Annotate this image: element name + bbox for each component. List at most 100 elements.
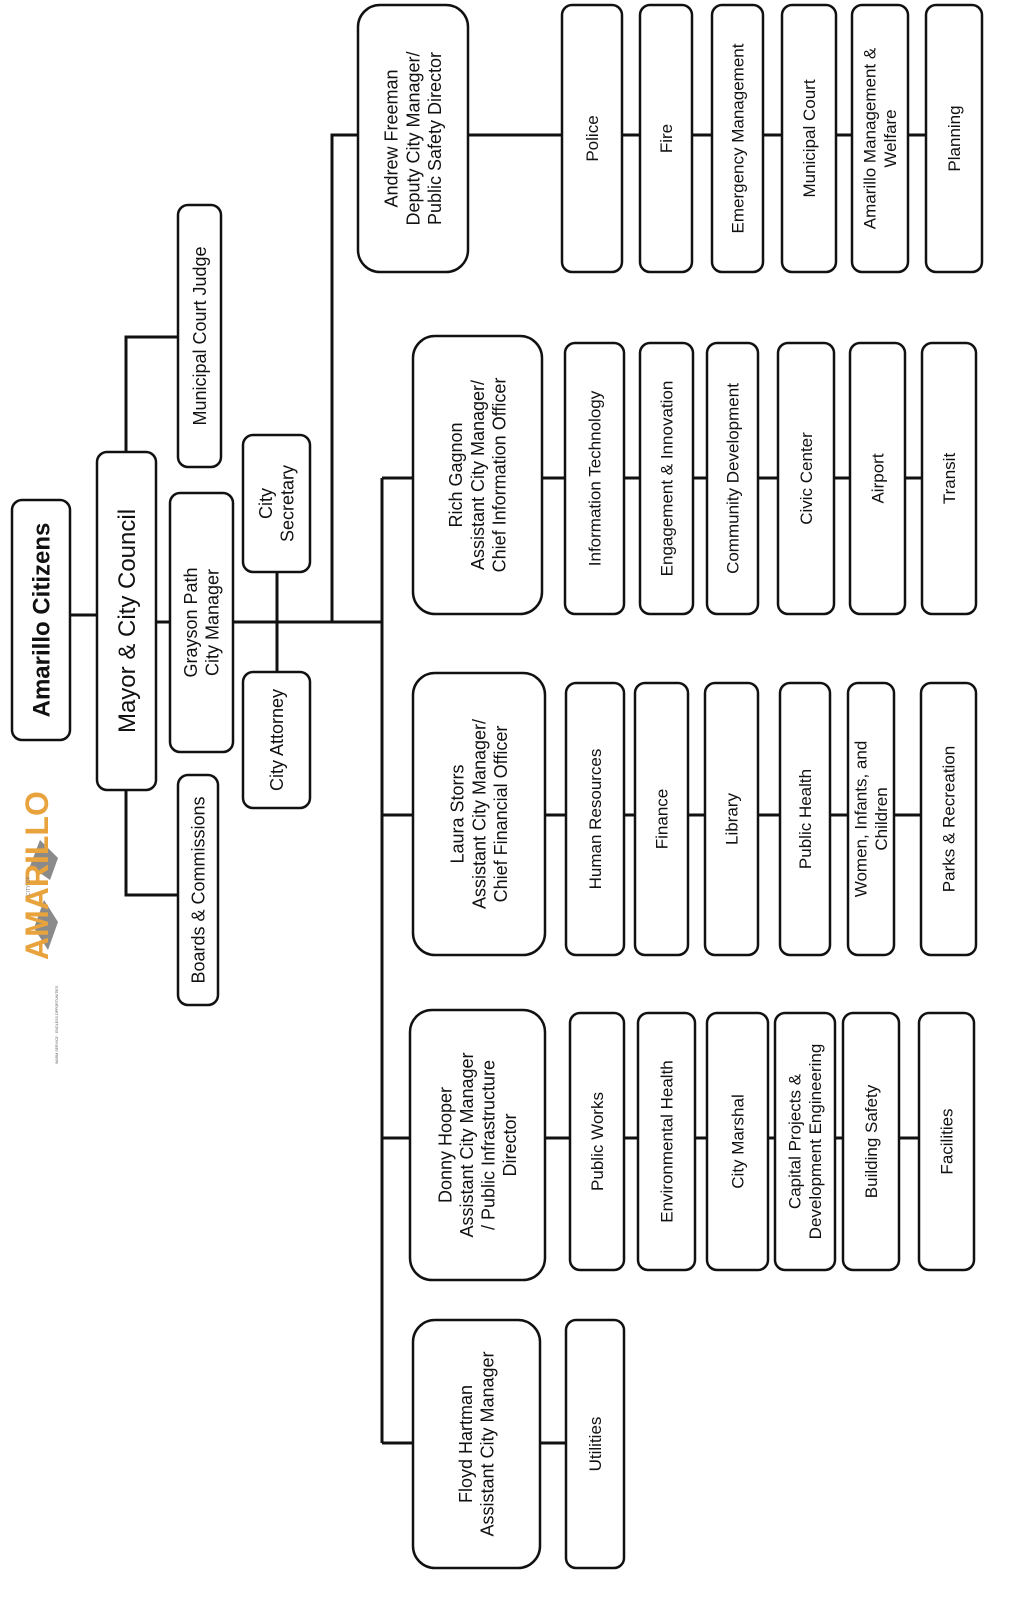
judge-box-frame bbox=[176, 203, 223, 469]
dept-public-health-box-frame bbox=[778, 681, 832, 957]
dept-facilities-box-line-1: Facilities bbox=[937, 1108, 956, 1174]
dept-police-box-frame bbox=[560, 3, 624, 274]
dept-women-infants-and-children-box-frame bbox=[846, 681, 896, 957]
dept-library-box-label: Library bbox=[722, 793, 741, 845]
manager-hooper-box-line-3: / Public Infrastructure bbox=[479, 1060, 499, 1230]
dept-finance-box-line-1: Finance bbox=[652, 789, 671, 849]
logo-small-text: CITY OF bbox=[26, 876, 32, 896]
manager-hartman-box: Floyd HartmanAssistant City Manager bbox=[411, 1318, 542, 1570]
manager-gagnon-box-line-1: Rich Gagnon bbox=[446, 422, 466, 527]
citizens-box-label: Amarillo Citizens bbox=[28, 523, 55, 718]
dept-airport-box: Airport bbox=[848, 341, 907, 616]
dept-human-resources-box-label: Human Resources bbox=[586, 749, 605, 890]
dept-utilities-box-label: Utilities bbox=[586, 1417, 605, 1472]
logo-tagline: WARM SERVICE · ENDLESS OPPORTUNITIES bbox=[55, 985, 59, 1064]
dept-emergency-management-box-frame bbox=[710, 3, 765, 274]
dept-environmental-health-box-frame bbox=[636, 1011, 697, 1272]
dept-women-infants-and-children-box-line-1: Women, Infants, and bbox=[852, 741, 871, 898]
dept-police-box-line-1: Police bbox=[583, 115, 602, 161]
dept-parks-recreation-box-frame bbox=[919, 681, 978, 957]
dept-women-infants-and-children-box-label: Women, Infants, andChildren bbox=[852, 741, 891, 898]
dept-municipal-court-box-frame bbox=[780, 3, 838, 274]
dept-human-resources-box-line-1: Human Resources bbox=[586, 749, 605, 890]
dept-community-development-box-line-1: Community Development bbox=[723, 383, 742, 574]
dept-finance-box-label: Finance bbox=[652, 789, 671, 849]
dept-civic-center-box-frame bbox=[776, 341, 836, 616]
city-manager-box-frame bbox=[168, 491, 235, 754]
dept-public-works-box-frame bbox=[568, 1011, 626, 1272]
manager-hartman-box-line-2: Assistant City Manager bbox=[478, 1351, 498, 1536]
manager-freeman-box-frame bbox=[356, 3, 470, 274]
city-secretary-box-label: CitySecretary bbox=[256, 465, 298, 542]
connector-lines bbox=[57, 133, 926, 1445]
dept-public-health-box: Public Health bbox=[778, 681, 832, 957]
dept-information-technology-box-line-1: Information Technology bbox=[585, 390, 604, 566]
dept-fire-box-frame bbox=[638, 3, 694, 274]
dept-fire-box-label: Fire bbox=[657, 124, 676, 153]
dept-capital-projects-development-engineering-box-line-2: Development Engineering bbox=[806, 1044, 825, 1240]
dept-municipal-court-box-line-1: Municipal Court bbox=[800, 79, 819, 197]
citizens-box: Amarillo Citizens bbox=[10, 498, 72, 742]
council-box-frame bbox=[95, 450, 158, 792]
manager-freeman-box-line-1: Andrew Freeman bbox=[382, 69, 402, 207]
dept-airport-box-label: Airport bbox=[868, 453, 887, 503]
dept-engagement-innovation-box-line-1: Engagement & Innovation bbox=[657, 381, 676, 577]
dept-airport-box-frame bbox=[848, 341, 907, 616]
dept-environmental-health-box: Environmental Health bbox=[636, 1011, 697, 1272]
boards-box-label: Boards & Commissions bbox=[188, 796, 208, 983]
manager-hartman-box-label: Floyd HartmanAssistant City Manager bbox=[456, 1351, 498, 1536]
manager-storrs-box-line-3: Chief Financial Officer bbox=[491, 726, 511, 903]
dept-capital-projects-development-engineering-box-frame bbox=[773, 1011, 837, 1272]
manager-freeman-box-label: Andrew FreemanDeputy City Manager/Public… bbox=[382, 51, 445, 225]
city-attorney-box-label: City Attorney bbox=[267, 689, 287, 791]
manager-storrs-box-label: Laura StorrsAssistant City Manager/Chief… bbox=[448, 719, 511, 909]
judge-box: Municipal Court Judge bbox=[176, 203, 223, 469]
dept-utilities-box-frame bbox=[564, 1318, 626, 1570]
dept-building-safety-box-label: Building Safety bbox=[862, 1084, 881, 1198]
dept-amarillo-management-welfare-box-line-1: Amarillo Management & bbox=[861, 47, 880, 229]
dept-facilities-box-label: Facilities bbox=[937, 1108, 956, 1174]
dept-community-development-box-frame bbox=[705, 341, 760, 616]
dept-utilities-box-line-1: Utilities bbox=[586, 1417, 605, 1472]
council-box: Mayor & City Council bbox=[95, 450, 158, 792]
dept-amarillo-management-welfare-box-frame bbox=[850, 3, 910, 274]
dept-planning-box-line-1: Planning bbox=[945, 105, 964, 171]
dept-facilities-box-frame bbox=[917, 1011, 976, 1272]
chart-boxes: Amarillo Citizens Mayor & City CouncilBoa… bbox=[10, 3, 984, 1570]
city-attorney-box-line-1: City Attorney bbox=[267, 689, 287, 791]
manager-gagnon-box-line-3: Chief Information Officer bbox=[489, 378, 509, 573]
dept-civic-center-box-line-1: Civic Center bbox=[797, 432, 816, 525]
manager-gagnon-box-label: Rich GagnonAssistant City Manager/Chief … bbox=[446, 378, 509, 573]
manager-storrs-box-frame bbox=[411, 671, 547, 957]
dept-information-technology-box-label: Information Technology bbox=[585, 390, 604, 566]
dept-civic-center-box-label: Civic Center bbox=[797, 432, 816, 525]
star-logo-accent bbox=[30, 840, 58, 880]
dept-transit-box-line-1: Transit bbox=[940, 453, 959, 505]
dept-parks-recreation-box-label: Parks & Recreation bbox=[939, 746, 958, 892]
manager-gagnon-box: Rich GagnonAssistant City Manager/Chief … bbox=[411, 334, 544, 616]
dept-information-technology-box-frame bbox=[563, 341, 626, 616]
dept-amarillo-management-welfare-box: Amarillo Management &Welfare bbox=[850, 3, 910, 274]
city-secretary-box-line-1: City bbox=[256, 488, 276, 519]
manager-gagnon-box-line-2: Assistant City Manager/ bbox=[468, 380, 488, 570]
dept-planning-box-label: Planning bbox=[945, 105, 964, 171]
dept-airport-box-line-1: Airport bbox=[868, 453, 887, 503]
dept-emergency-management-box: Emergency Management bbox=[710, 3, 765, 274]
city-attorney-box-frame bbox=[241, 670, 312, 810]
dept-finance-box-frame bbox=[633, 681, 690, 957]
dept-engagement-innovation-box-label: Engagement & Innovation bbox=[657, 381, 676, 577]
dept-engagement-innovation-box: Engagement & Innovation bbox=[638, 341, 695, 616]
dept-municipal-court-box-label: Municipal Court bbox=[800, 79, 819, 197]
boards-box-frame bbox=[176, 773, 220, 1007]
manager-hooper-box-line-2: Assistant City Manager bbox=[457, 1052, 477, 1237]
dept-library-box-line-1: Library bbox=[722, 793, 741, 845]
judge-box-line-1: Municipal Court Judge bbox=[190, 246, 210, 425]
dept-finance-box: Finance bbox=[633, 681, 690, 957]
dept-police-box-label: Police bbox=[583, 115, 602, 161]
manager-freeman-box: Andrew FreemanDeputy City Manager/Public… bbox=[356, 3, 470, 274]
dept-building-safety-box-line-1: Building Safety bbox=[862, 1084, 881, 1198]
dept-police-box: Police bbox=[560, 3, 624, 274]
dept-planning-box: Planning bbox=[924, 3, 984, 274]
city-secretary-box: CitySecretary bbox=[241, 433, 312, 574]
